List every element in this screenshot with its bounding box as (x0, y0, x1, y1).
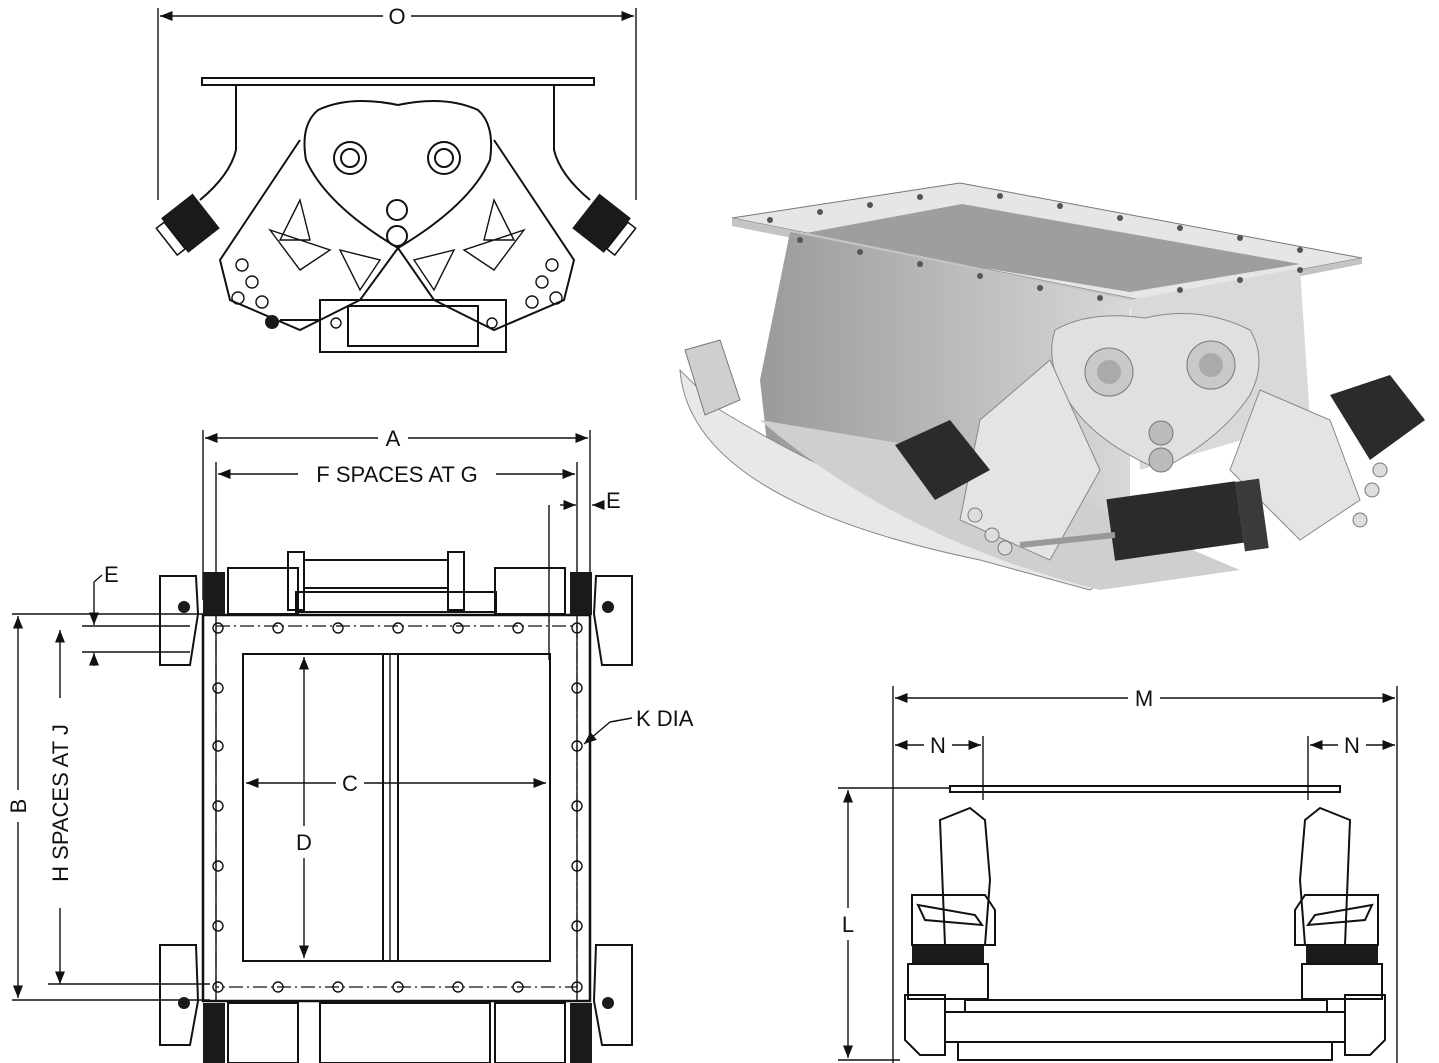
dim-o-label: O (388, 4, 405, 29)
dim-h-label: H SPACES AT J (48, 724, 73, 882)
isometric-render (679, 182, 1425, 591)
dim-e-left-label: E (104, 562, 119, 587)
dim-l-label: L (842, 912, 854, 937)
dim-f-label: F SPACES AT G (316, 462, 477, 487)
dim-n-right-label: N (1344, 733, 1360, 758)
end-view: O (155, 4, 637, 353)
dim-m-label: M (1135, 686, 1153, 711)
dim-e-top-label: E (606, 488, 621, 513)
dim-c-label: C (342, 771, 358, 796)
dim-d-label: D (296, 830, 312, 855)
dim-n-left-label: N (930, 733, 946, 758)
side-view: M N N L (838, 686, 1398, 1063)
dim-k-label: K DIA (636, 706, 694, 731)
dim-a-label: A (386, 426, 401, 451)
plan-view: A F SPACES AT G E E B H SPACES AT J (6, 426, 694, 1063)
dim-b-label: B (6, 799, 31, 814)
